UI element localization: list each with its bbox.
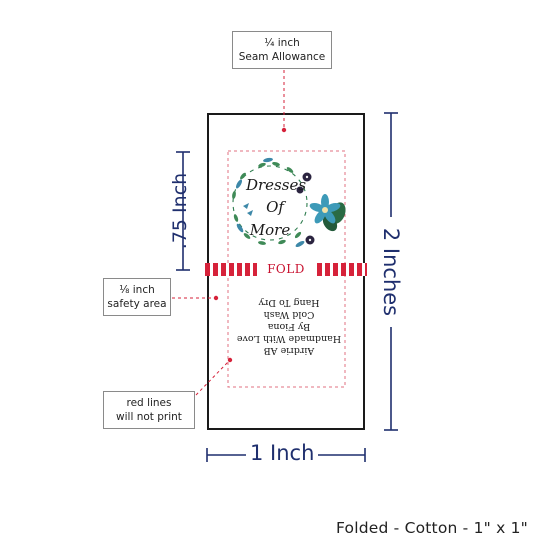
seam-allowance-dot — [281, 127, 287, 133]
will-not-print-text: will not print — [116, 411, 182, 423]
brand-line-3: More — [249, 221, 291, 239]
teal-flower-icon — [309, 194, 346, 232]
width-label: 1 Inch — [246, 441, 319, 465]
care-line: Airdrie AB — [263, 345, 315, 356]
care-instructions: Airdrie AB Handmade With Love By Fiona C… — [234, 296, 344, 356]
brand-line-2: Of — [266, 198, 286, 216]
safety-area-size: ⅛ inch — [119, 284, 155, 296]
brand-line-1: Dresses — [245, 176, 306, 194]
safety-area-dot — [213, 295, 219, 301]
seam-allowance-text: Seam Allowance — [238, 51, 326, 63]
height-label: 2 Inches — [379, 217, 403, 327]
floral-wreath — [232, 157, 346, 248]
care-line: Handmade With Love — [236, 333, 342, 344]
red-lines-text: red lines — [126, 397, 172, 409]
seam-allowance-callout: ¼ inch Seam Allowance — [232, 31, 332, 69]
red-lines-callout: red lines will not print — [103, 391, 195, 429]
care-line: Hang To Dry — [258, 297, 320, 308]
care-line: Cold Wash — [263, 309, 315, 320]
red-lines-leader — [195, 361, 229, 396]
half-height-label: .75 Inch — [169, 172, 191, 250]
seam-allowance-size: ¼ inch — [264, 37, 300, 49]
red-lines-dot — [227, 357, 233, 363]
safety-area-callout: ⅛ inch safety area — [103, 278, 171, 316]
care-line: By Fiona — [267, 321, 311, 332]
product-caption: Folded - Cotton - 1" x 1" — [335, 519, 528, 537]
fold-label: FOLD — [257, 262, 315, 277]
safety-area-text: safety area — [107, 298, 167, 310]
